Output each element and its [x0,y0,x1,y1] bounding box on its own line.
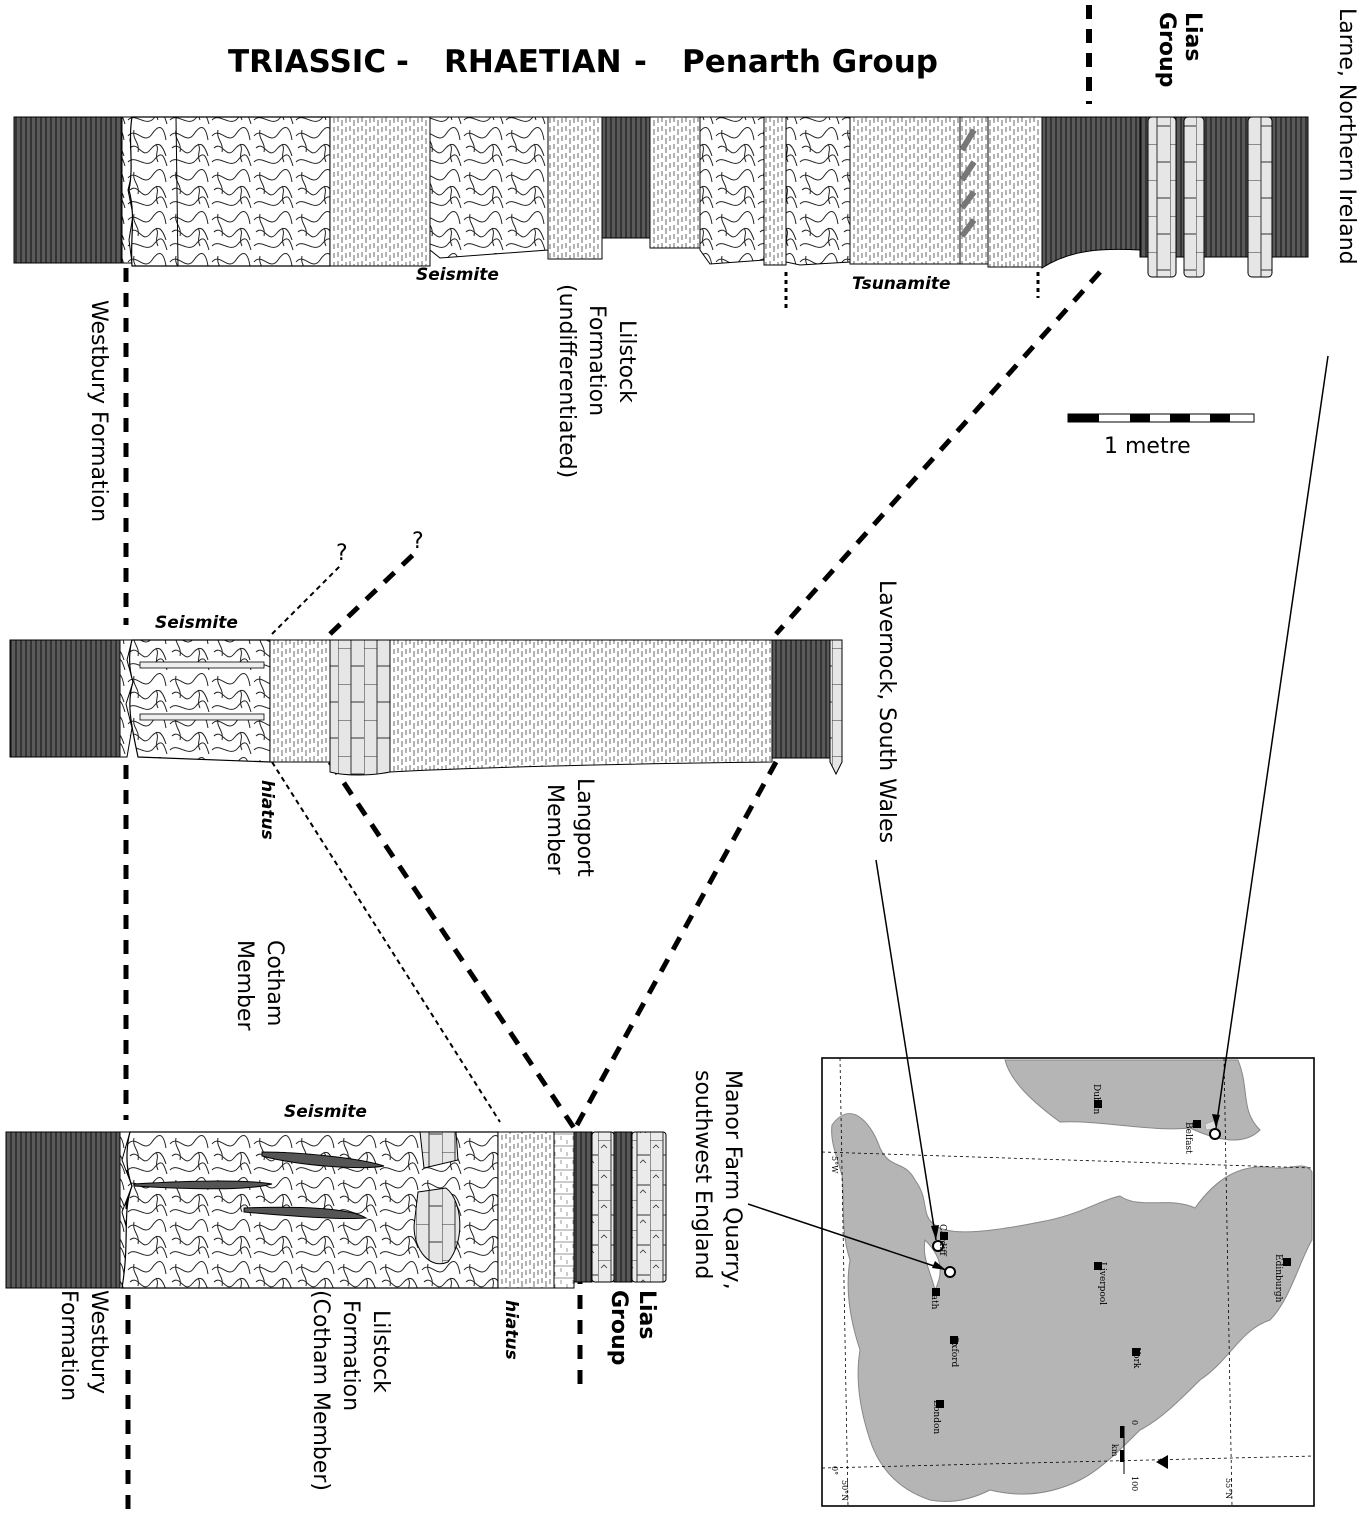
pointer-arrowheads [931,1114,1220,1270]
locality-lavernock-label: Lavernock, South Wales [874,580,899,843]
map-labels: Dublin Belfast Edinburgh Liverpool York … [830,1084,1283,1501]
city-oxford: Oxford [949,1336,959,1368]
lilstock-formation-label-bottom-1: Lilstock [368,1310,393,1393]
irish-sea [1056,1155,1195,1189]
cotham-member-label-1: Cotham [262,940,287,1026]
north-label: N [1158,1458,1167,1465]
lilstock-formation-label-bottom-3: (Cotham Member) [308,1290,333,1491]
locality-manor-farm-label-2: southwest England [690,1070,715,1279]
lilstock-formation-label-2: Formation [584,305,609,416]
langport-member-label-1: Langport [572,778,597,877]
title-separator-2: - [634,44,647,80]
britain-land [831,1113,1313,1503]
lilstock-formation-label-1: Lilstock [614,320,639,403]
city-bath: Bath [929,1288,939,1310]
lias-group-label-top-2: Group [1154,12,1179,87]
map-scale-0-label: 0 [1130,1420,1139,1425]
manor-farm-log [5,1131,667,1289]
langport-member-label-2: Member [542,784,567,875]
hiatus-label-middle: hiatus [257,780,277,840]
latitude-50n-label: 50°N [840,1480,849,1501]
uncertain-correlation-mark-1: ? [336,541,348,566]
map-scale-100-label: 100 [1130,1476,1139,1491]
locality-larne-label: Larne, Northern Ireland [1334,8,1359,265]
map-scale-bar [1120,1426,1125,1474]
ireland-land [1004,1059,1261,1141]
latitude-55n-label: 55°N [1224,1478,1233,1499]
title-rhaetian: RHAETIAN [444,44,622,80]
title-separator-1: - [396,44,409,80]
seismite-label-top: Seismite [416,265,499,285]
seismite-label-bottom: Seismite [284,1102,367,1122]
city-cardiff: Cardiff [937,1224,947,1256]
location-map [821,1057,1315,1507]
lilstock-formation-label-bottom-2: Formation [338,1300,363,1411]
uncertain-correlation-mark-2: ? [412,529,424,554]
westbury-formation-label-top: Westbury Formation [86,300,111,522]
city-belfast: Belfast [1183,1122,1193,1154]
hiatus-label-bottom: hiatus [501,1300,521,1360]
scale-bar [1067,413,1255,423]
locality-pointer-lines [747,355,1329,1271]
lias-group-label-top-1: Lias [1180,12,1205,62]
city-york: York [1131,1347,1141,1369]
longitude-5w-label: 5°W [830,1156,839,1174]
title-triassic: TRIASSIC [228,44,386,80]
westbury-formation-label-bottom-2: Formation [56,1290,81,1401]
seismite-label-middle: Seismite [155,613,238,633]
title-penarth-group: Penarth Group [682,44,938,80]
city-liverpool: Liverpool [1097,1262,1107,1305]
westbury-formation-label-bottom-1: Westbury [86,1290,111,1394]
city-edinburgh: Edinburgh [1273,1254,1283,1303]
lilstock-formation-label-3: (undifferentiated) [554,284,579,478]
longitude-0-label: 0° [830,1466,839,1475]
lias-group-label-bottom-2: Group [606,1290,631,1365]
tsunamite-label: Tsunamite [852,274,951,294]
locality-manor-farm-label-1: Manor Farm Quarry, [720,1070,745,1290]
north-arrow-icon [1156,1455,1168,1469]
city-london: London [931,1400,941,1434]
scale-bar-label: 1 metre [1104,434,1191,459]
larne-log [13,116,1309,278]
city-dublin: Dublin [1091,1084,1101,1115]
lias-group-label-bottom-1: Lias [634,1290,659,1340]
cotham-member-label-2: Member [232,940,257,1031]
correlation-lines [123,268,1102,1514]
map-scale-km-label: km [1110,1444,1119,1457]
lavernock-log [9,639,843,776]
